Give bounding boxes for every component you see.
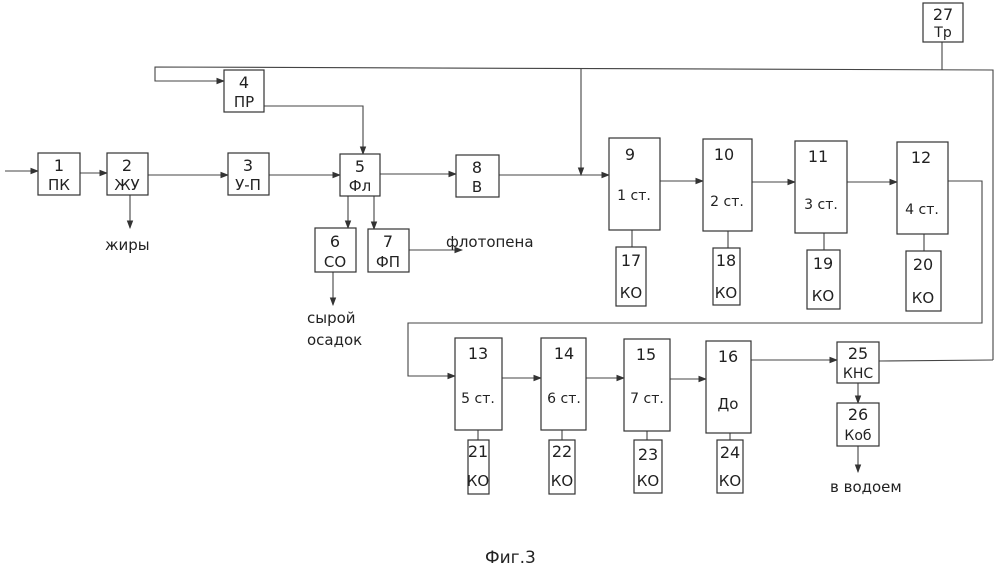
svg-text:КО: КО — [812, 287, 834, 305]
figure-caption: Фиг.3 — [485, 548, 536, 568]
svg-text:19: 19 — [813, 254, 833, 273]
svg-text:КО: КО — [620, 284, 642, 302]
block-21: 21КО — [467, 440, 489, 494]
svg-text:КО: КО — [551, 472, 573, 490]
svg-text:КО: КО — [467, 472, 489, 490]
svg-text:У-П: У-П — [235, 176, 261, 194]
block-24: 24КО — [717, 440, 743, 493]
svg-text:В: В — [472, 178, 482, 196]
svg-text:7: 7 — [383, 232, 393, 251]
svg-text:КНС: КНС — [843, 366, 873, 382]
svg-text:4: 4 — [239, 73, 249, 92]
block-20: 20КО — [906, 251, 941, 311]
svg-text:12: 12 — [911, 148, 931, 167]
svg-text:Коб: Коб — [844, 428, 871, 444]
svg-text:ЖУ: ЖУ — [114, 176, 139, 194]
svg-text:9: 9 — [625, 145, 635, 164]
svg-text:27: 27 — [933, 5, 953, 24]
block-22: 22КО — [549, 440, 575, 494]
to-water-label: в водоем — [830, 478, 902, 496]
svg-text:22: 22 — [552, 442, 572, 461]
block-14: 14 6 ст. — [541, 338, 586, 430]
svg-text:24: 24 — [720, 443, 740, 462]
svg-text:6: 6 — [330, 232, 340, 251]
block-9: 9 1 ст. — [609, 138, 660, 230]
block-26: 26Коб — [837, 403, 879, 446]
svg-text:21: 21 — [468, 442, 488, 461]
block-4: 4ПР — [224, 70, 264, 112]
svg-text:КО: КО — [912, 289, 934, 307]
svg-text:6 ст.: 6 ст. — [547, 391, 581, 407]
svg-text:11: 11 — [808, 147, 828, 166]
svg-text:5: 5 — [355, 157, 365, 176]
svg-text:КО: КО — [719, 472, 741, 490]
svg-text:15: 15 — [636, 345, 656, 364]
svg-text:26: 26 — [848, 405, 868, 424]
block-25: 25КНС — [837, 342, 879, 383]
svg-text:Тр: Тр — [933, 25, 952, 41]
svg-text:ФП: ФП — [376, 253, 400, 271]
svg-text:ПК: ПК — [48, 176, 70, 194]
svg-text:1: 1 — [54, 156, 64, 175]
svg-text:16: 16 — [718, 347, 738, 366]
svg-text:До: До — [718, 395, 739, 413]
svg-text:ПР: ПР — [234, 93, 254, 111]
froth-label: флотопена — [446, 233, 534, 251]
sludge-label-line1: сырой — [307, 309, 356, 327]
block-16: 16До — [706, 341, 751, 433]
svg-text:14: 14 — [554, 344, 574, 363]
block-8: 8В — [456, 155, 499, 197]
svg-text:17: 17 — [621, 251, 641, 270]
svg-text:18: 18 — [716, 251, 736, 270]
svg-text:20: 20 — [913, 255, 933, 274]
svg-text:СО: СО — [324, 253, 346, 271]
block-13: 13 5 ст. — [455, 338, 502, 430]
block-1: 1ПК — [38, 153, 80, 195]
block-18: 18КО — [713, 248, 740, 305]
svg-text:10: 10 — [714, 145, 734, 164]
svg-text:25: 25 — [848, 344, 868, 363]
block-15: 15 7 ст. — [624, 339, 670, 431]
block-5: 5Фл — [340, 154, 380, 196]
svg-text:Фл: Фл — [349, 177, 372, 195]
block-10: 10 2 ст. — [703, 139, 752, 231]
fats-label: жиры — [105, 236, 150, 254]
block-19: 19КО — [807, 250, 840, 309]
block-17: 17КО — [616, 247, 646, 306]
svg-text:13: 13 — [468, 344, 488, 363]
svg-text:2: 2 — [122, 156, 132, 175]
svg-text:4 ст.: 4 ст. — [905, 202, 939, 218]
sludge-label-line2: осадок — [307, 331, 362, 349]
svg-text:3: 3 — [243, 156, 253, 175]
block-7: 7ФП — [368, 229, 409, 272]
svg-text:1 ст.: 1 ст. — [617, 188, 651, 204]
block-6: 6СО — [315, 228, 356, 272]
svg-text:7 ст.: 7 ст. — [630, 391, 664, 407]
block-2: 2ЖУ — [107, 153, 148, 195]
block-23: 23КО — [634, 440, 662, 493]
svg-text:2 ст.: 2 ст. — [710, 194, 744, 210]
block-27: 27Тр — [923, 3, 963, 42]
block-11: 11 3 ст. — [795, 141, 847, 233]
svg-text:КО: КО — [715, 284, 737, 302]
svg-text:5 ст.: 5 ст. — [461, 391, 495, 407]
block-3: 3У-П — [228, 153, 269, 195]
svg-text:8: 8 — [472, 158, 482, 177]
svg-text:23: 23 — [638, 445, 658, 464]
svg-text:3 ст.: 3 ст. — [804, 197, 838, 213]
block-12: 12 4 ст. — [897, 142, 948, 234]
svg-text:КО: КО — [637, 472, 659, 490]
